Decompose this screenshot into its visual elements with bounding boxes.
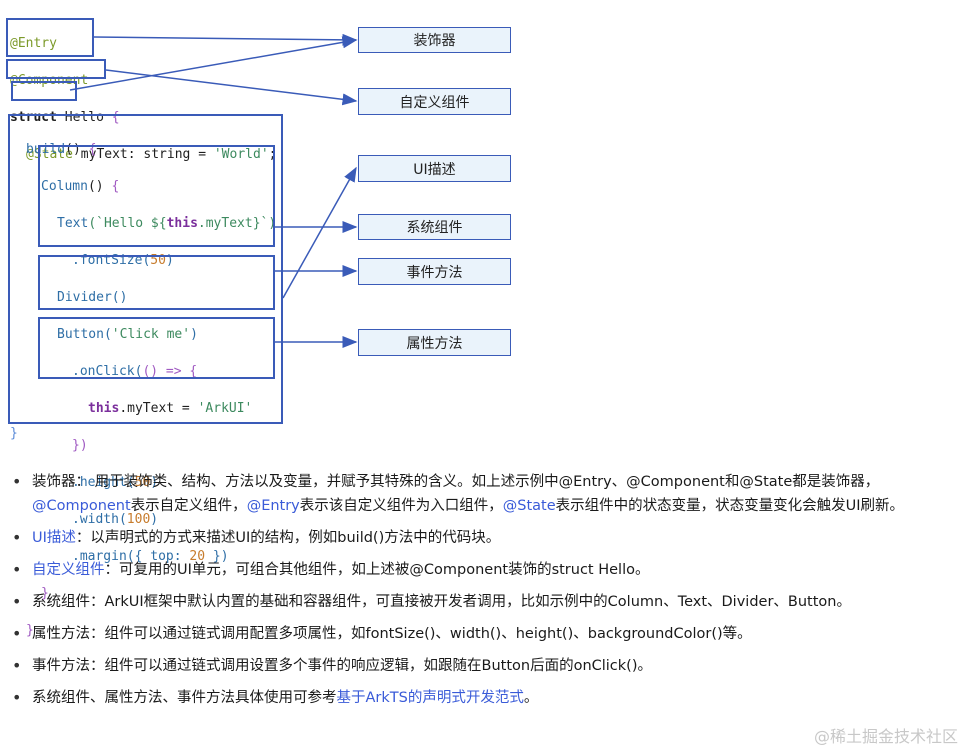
code-line-11: .onClick(() => { [72, 364, 198, 379]
box-build [8, 114, 283, 424]
code-line-3: struct Hello { [10, 110, 120, 125]
note-custom-component: 自定义组件：可复用的UI单元，可组合其他组件，如上述被@Component装饰的… [12, 558, 962, 582]
label-event-method: 事件方法 [358, 258, 511, 285]
note-event-method: 事件方法：组件可以通过链式调用设置多个事件的响应逻辑，如跟随在Button后面的… [12, 654, 962, 678]
link-state[interactable]: @State [502, 498, 556, 514]
box-column [38, 145, 275, 247]
code-block: @Entry @Component struct Hello { @State … [10, 20, 276, 179]
note-attribute-method: 属性方法：组件可以通过链式调用配置多项属性，如fontSize()、width(… [12, 622, 962, 646]
box-attributes [38, 317, 275, 379]
note-ui-desc: UI描述：以声明式的方式来描述UI的结构，例如build()方法中的代码块。 [12, 526, 962, 550]
label-system-component: 系统组件 [358, 214, 511, 240]
code-line-2: @Component [10, 73, 89, 88]
code-line-6: Column() { [41, 179, 120, 194]
code-line-1: @Entry [10, 36, 57, 51]
watermark: @稀土掘金技术社区 [813, 727, 958, 746]
link-entry[interactable]: @Entry [246, 498, 300, 514]
note-system-component: 系统组件：ArkUI框架中默认内置的基础和容器组件，可直接被开发者调用，比如示例… [12, 590, 962, 614]
box-entry-component [6, 18, 94, 57]
code-line-4: @State myText: string = 'World'; [26, 147, 277, 162]
link-component[interactable]: @Component [32, 498, 131, 514]
code-line-9: Divider() [57, 290, 128, 305]
arrow-build-to-ui [282, 166, 357, 299]
code-line-13: }) [72, 438, 88, 453]
label-custom-component: 自定义组件 [358, 88, 511, 115]
code-line-12: this.myText = 'ArkUI' [88, 401, 253, 416]
box-struct [6, 59, 106, 79]
box-onclick [38, 255, 275, 310]
box-state [11, 81, 77, 101]
code-line-18: } [26, 623, 34, 638]
notes-list: 装饰器： 用于装饰类、结构、方法以及变量，并赋予其特殊的含义。如上述示例中@En… [0, 470, 962, 718]
link-custom-component[interactable]: 自定义组件 [32, 562, 105, 578]
arrow-struct-to-custom [105, 69, 358, 106]
arrow-state-to-decorator [69, 36, 358, 91]
arrow-layer [69, 33, 358, 348]
note-reference: 系统组件、属性方法、事件方法具体使用可参考基于ArkTS的声明式开发范式。 [12, 686, 962, 710]
code-line-10: Button('Click me') [57, 327, 198, 342]
link-arkts-paradigm[interactable]: 基于ArkTS的声明式开发范式 [336, 690, 524, 706]
note-decorator: 装饰器： 用于装饰类、结构、方法以及变量，并赋予其特殊的含义。如上述示例中@En… [12, 470, 962, 518]
label-decorator: 装饰器 [358, 27, 511, 53]
label-ui-desc: UI描述 [358, 155, 511, 182]
arrow-entry-to-decorator [93, 33, 358, 46]
code-line-7: Text(`Hello ${this.myText}`) [57, 216, 277, 231]
code-line-19: } [10, 426, 18, 441]
link-ui-desc[interactable]: UI描述 [32, 530, 76, 546]
label-attribute-method: 属性方法 [358, 329, 511, 356]
